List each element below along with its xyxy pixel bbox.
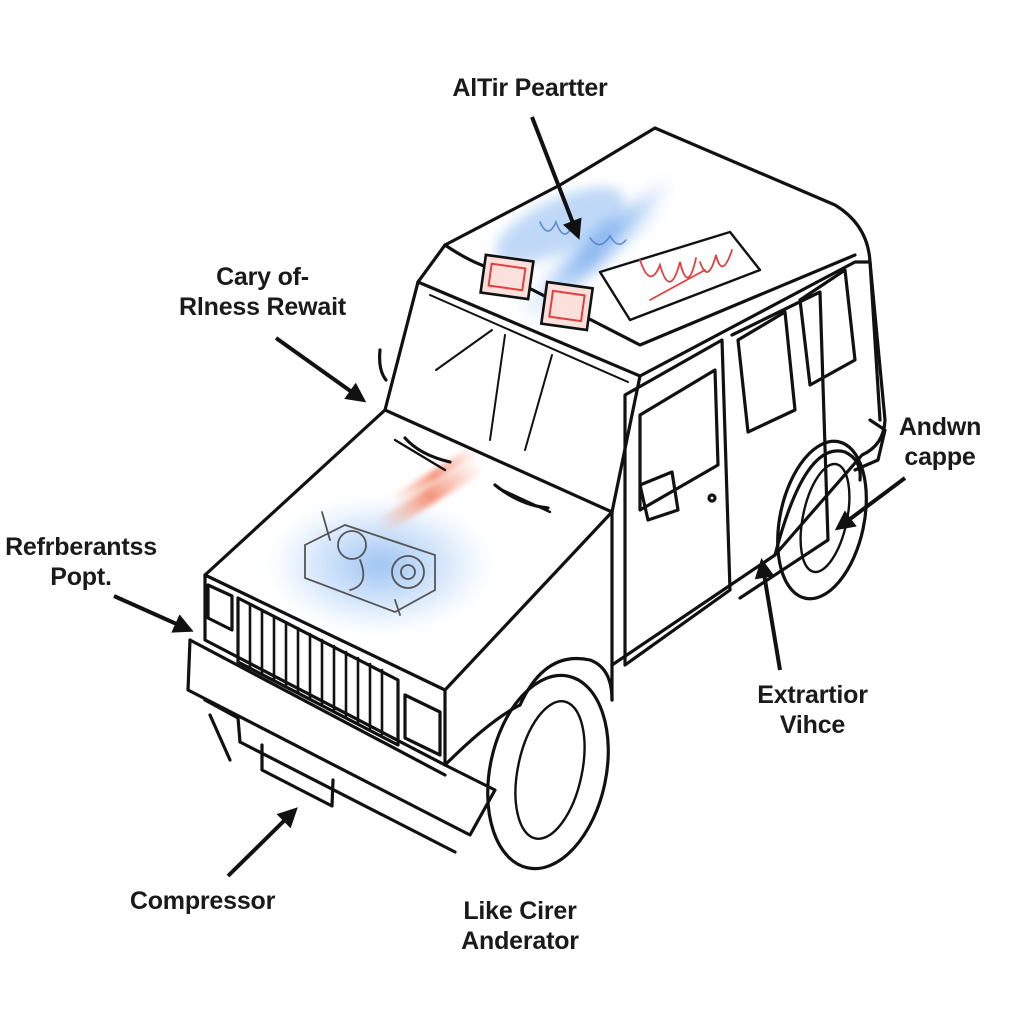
- arrow-upper-left: [274, 336, 367, 403]
- roof-unit-1: [479, 253, 535, 301]
- front-bumper: [186, 638, 497, 837]
- arrow-top: [530, 116, 582, 240]
- vehicle-outline: [186, 126, 887, 871]
- label-right-lower: Extrartior Vihce: [740, 680, 885, 740]
- side-body: [610, 260, 887, 667]
- label-right-upper: Andwn cappe: [880, 412, 1000, 472]
- label-bottom-left-line-1: Compressor: [129, 887, 276, 915]
- label-upper-left-line-1: Cary of-: [216, 263, 309, 291]
- label-left: Refrberantss Popt.: [0, 532, 162, 592]
- label-top-line-1: AlTir Peartter: [452, 74, 608, 102]
- label-top: AlTir Peartter: [420, 73, 640, 103]
- leader-arrows: [113, 116, 907, 878]
- label-upper-left-line-2: Rlness Rewait: [179, 293, 346, 321]
- label-bottom-center: Like Cirer Anderator: [440, 896, 600, 956]
- label-upper-left: Cary of- Rlness Rewait: [150, 262, 375, 322]
- label-left-line-2: Popt.: [50, 563, 112, 591]
- label-right-lower-line-1: Extrartior: [757, 681, 868, 709]
- hood: [203, 408, 614, 692]
- roof-panel: [598, 230, 762, 322]
- front-face: [203, 573, 447, 767]
- label-bottom-left: Compressor: [110, 886, 295, 916]
- label-right-lower-line-2: Vihce: [779, 711, 846, 739]
- roof-scribbles: [639, 249, 733, 301]
- hood-warm-airflow: [374, 444, 486, 535]
- side-mirror: [638, 470, 680, 522]
- compressor-unit: [304, 511, 436, 616]
- label-left-line-1: Refrberantss: [5, 533, 157, 561]
- left-headlight: [206, 583, 234, 632]
- arrow-right-upper: [834, 476, 907, 531]
- label-bottom-center-line-1: Like Cirer: [463, 897, 577, 925]
- front-wheel: [486, 673, 610, 871]
- arrow-left: [113, 594, 194, 633]
- right-headlight: [403, 693, 442, 757]
- label-right-upper-line-1: Andwn: [898, 413, 982, 441]
- label-right-upper-line-2: cappe: [904, 443, 976, 471]
- rear-wheel: [776, 439, 868, 601]
- roof: [443, 126, 882, 422]
- arrow-bottom-left: [226, 807, 298, 878]
- roof-unit-2: [539, 280, 595, 332]
- rear-window-2: [798, 268, 857, 387]
- arrow-right-lower: [754, 558, 782, 671]
- engine-cool-glow: [265, 495, 495, 635]
- label-bottom-center-line-2: Anderator: [461, 927, 579, 955]
- grille-bars: [248, 602, 384, 736]
- front-door: [623, 338, 732, 667]
- rear-window-1: [736, 310, 797, 434]
